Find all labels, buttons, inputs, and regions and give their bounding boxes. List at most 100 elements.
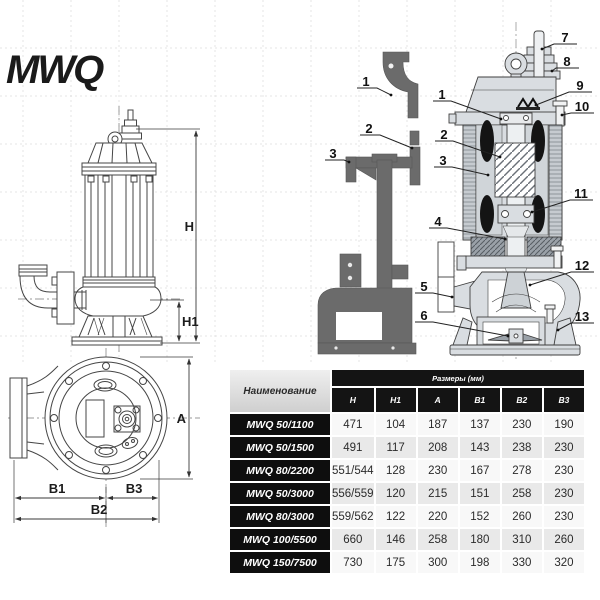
cell-value: 730 — [332, 552, 374, 573]
cell-value: 230 — [543, 437, 584, 458]
cell-value: 278 — [501, 460, 542, 481]
cell-value: 660 — [332, 529, 374, 550]
lower-bearing — [497, 204, 535, 224]
callout-4: 4 — [434, 214, 442, 229]
cell-value: 320 — [543, 552, 584, 573]
cell-value: 258 — [417, 529, 458, 550]
callout-2: 2 — [440, 127, 447, 142]
column-header-b2: B2 — [501, 388, 542, 412]
installation-callout-2: 2 — [365, 121, 372, 136]
cell-value: 152 — [459, 506, 500, 527]
cell-value: 310 — [501, 529, 542, 550]
table-group-header: Размеры (мм) — [332, 370, 584, 386]
cell-value: 230 — [417, 460, 458, 481]
row-name: MWQ 80/3000 — [230, 506, 330, 527]
volute-casing — [74, 286, 162, 317]
callout-11: 11 — [574, 186, 588, 201]
cell-value: 238 — [501, 437, 542, 458]
dimensions-table: Наименование Размеры (мм) H H1 A B1 B2 B… — [230, 370, 584, 573]
cell-value: 215 — [417, 483, 458, 504]
cell-value: 151 — [459, 483, 500, 504]
installation-callout-3: 3 — [329, 146, 336, 161]
cell-value: 258 — [501, 483, 542, 504]
shaft-cover-plate — [113, 405, 141, 433]
cross-section-diagram — [437, 22, 581, 362]
callout-3: 3 — [439, 153, 446, 168]
pipe-mounting-flange — [56, 271, 75, 325]
installation-parts — [317, 51, 421, 355]
top-view-drawing — [8, 348, 200, 527]
callout-1: 1 — [438, 87, 445, 102]
winding — [531, 195, 545, 233]
cell-value: 146 — [375, 529, 416, 550]
dimension-b1-label: B1 — [49, 481, 66, 496]
part-callouts — [415, 43, 594, 338]
lower-flange-band — [82, 276, 156, 288]
bolt-holes — [50, 362, 162, 474]
discharge-elbow — [382, 51, 419, 119]
column-header-h: H — [332, 388, 374, 412]
base-plate-section — [449, 344, 581, 356]
callout-5: 5 — [420, 279, 427, 294]
cell-value: 471 — [332, 414, 374, 435]
cell-value: 300 — [417, 552, 458, 573]
pedestal-base-plate — [317, 342, 417, 355]
dimension-h-label: H — [185, 219, 194, 234]
handle-bottom — [94, 444, 118, 458]
cell-value: 330 — [501, 552, 542, 573]
side-view-drawing — [18, 106, 183, 352]
callout-9: 9 — [576, 78, 583, 93]
cell-value: 117 — [375, 437, 416, 458]
cell-value: 122 — [375, 506, 416, 527]
cell-value: 175 — [375, 552, 416, 573]
handle-top — [93, 378, 117, 392]
cell-value: 551/544 — [332, 460, 374, 481]
cell-value: 187 — [417, 414, 458, 435]
cell-value: 180 — [459, 529, 500, 550]
coupling-flange — [409, 130, 420, 146]
dimension-b3-label: B3 — [126, 481, 143, 496]
cell-value: 208 — [417, 437, 458, 458]
cell-value: 260 — [501, 506, 542, 527]
cell-value: 198 — [459, 552, 500, 573]
row-name: MWQ 80/2200 — [230, 460, 330, 481]
motor-cap — [87, 142, 153, 164]
upper-flange-band — [81, 162, 157, 176]
cell-value: 143 — [459, 437, 500, 458]
series-title: MWQ — [6, 48, 104, 92]
motor-top-cover — [464, 76, 557, 116]
dimension-lines — [13, 128, 200, 523]
column-header-b3: B3 — [543, 388, 584, 412]
casing-bolt — [552, 100, 568, 107]
cell-value: 128 — [375, 460, 416, 481]
row-name: MWQ 50/1100 — [230, 414, 330, 435]
cell-value: 120 — [375, 483, 416, 504]
installation-callout-1: 1 — [362, 74, 369, 89]
winding — [480, 120, 494, 162]
cell-value: 104 — [375, 414, 416, 435]
dimension-a-label: A — [177, 411, 187, 426]
side-flange — [9, 377, 28, 459]
column-header-b1: B1 — [459, 388, 500, 412]
row-name: MWQ 50/3000 — [230, 483, 330, 504]
callout-7: 7 — [561, 30, 568, 45]
casing-outer-circle — [44, 356, 168, 480]
winding — [480, 195, 494, 233]
cell-value: 556/559 — [332, 483, 374, 504]
cell-value: 491 — [332, 437, 374, 458]
row-name: MWQ 150/7500 — [230, 552, 330, 573]
cell-value: 137 — [459, 414, 500, 435]
installation-callouts — [325, 87, 414, 164]
cell-value: 220 — [417, 506, 458, 527]
cell-value: 230 — [501, 414, 542, 435]
callout-8: 8 — [563, 54, 570, 69]
cell-value: 190 — [543, 414, 584, 435]
oil-chamber-left — [470, 236, 506, 257]
callout-13: 13 — [575, 309, 589, 324]
cell-value: 230 — [543, 460, 584, 481]
column-header-a: A — [417, 388, 458, 412]
cell-value: 167 — [459, 460, 500, 481]
cell-value: 559/562 — [332, 506, 374, 527]
seal-housing-flange — [464, 255, 563, 269]
